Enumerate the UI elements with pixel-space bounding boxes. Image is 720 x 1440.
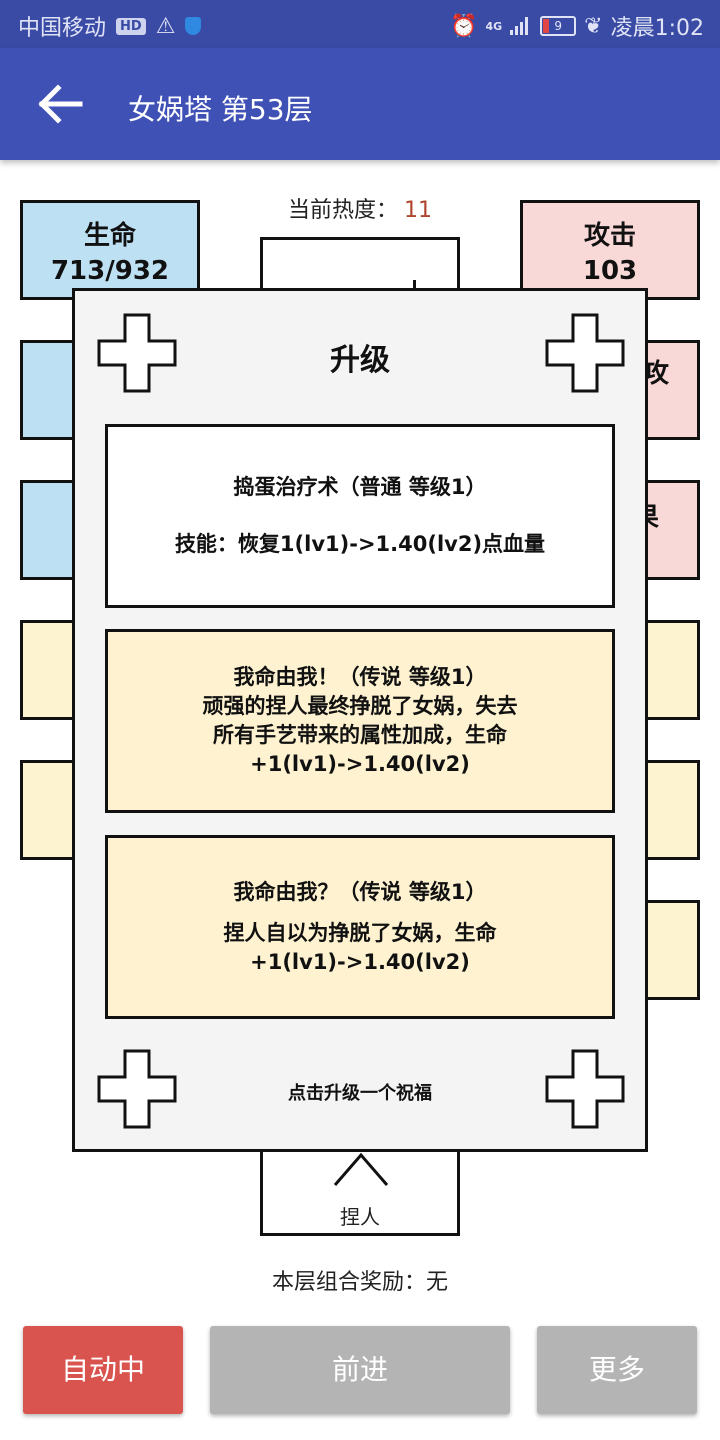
life-stat-box: 生命 713/932 [20, 200, 200, 300]
card-1-title: 捣蛋治疗术（普通 等级1） [233, 475, 487, 499]
alarm-icon: ⏰ [450, 13, 478, 39]
leaf-icon: ❦ [584, 13, 603, 39]
network-type: 4G [485, 19, 503, 33]
combo-reward-text: 本层组合奖励：无 [271, 1270, 448, 1295]
hd-badge: HD [116, 17, 146, 35]
cross-decor-icon [97, 1049, 177, 1129]
card-3-desc-2: +1(lv1)->1.40(lv2) [250, 949, 470, 974]
clock: 凌晨1:02 [610, 16, 704, 41]
status-bar: 中国移动 HD ⚠ ⏰ 4G 9 ❦ 凌晨1:02 [0, 0, 720, 48]
battery-level: 9 [554, 19, 562, 33]
attack-stat-box: 攻击 103 [520, 200, 700, 300]
back-arrow-icon[interactable] [36, 84, 84, 124]
card-2-desc-3: +1(lv1)->1.40(lv2) [250, 752, 470, 776]
card-2-desc-1: 顽强的捏人最终挣脱了女娲，失去 [202, 694, 518, 718]
card-2-title: 我命由我！（传说 等级1） [233, 665, 487, 689]
center-bottom-label: 捏人 [340, 1205, 380, 1229]
blessing-card-1[interactable]: 捣蛋治疗术（普通 等级1） 技能：恢复1(lv1)->1.40(lv2)点血量 [105, 424, 615, 608]
heat-value: 11 [404, 198, 432, 223]
card-2-desc-2: 所有手艺带来的属性加成，生命 [213, 723, 507, 747]
auto-button[interactable]: 自动中 [23, 1326, 183, 1414]
attack-label: 攻击 [583, 221, 636, 251]
center-top-slot [260, 237, 460, 300]
life-label: 生命 [83, 221, 136, 251]
cross-decor-icon [97, 313, 177, 393]
blessing-card-3[interactable]: 我命由我？（传说 等级1） 捏人自以为挣脱了女娲，生命 +1(lv1)->1.4… [105, 835, 615, 1019]
more-button[interactable]: 更多 [537, 1326, 697, 1414]
page-title: 女娲塔 第53层 [128, 93, 313, 126]
shield-icon [185, 17, 202, 35]
forward-button[interactable]: 前进 [210, 1326, 510, 1414]
center-bottom-slot: 捏人 [260, 1148, 460, 1236]
card-3-title: 我命由我？（传说 等级1） [233, 879, 487, 904]
card-3-desc-1: 捏人自以为挣脱了女娲，生命 [223, 920, 497, 945]
attack-value: 103 [582, 256, 638, 286]
carrier-name: 中国移动 [18, 16, 107, 41]
dialog-title: 升级 [330, 343, 390, 378]
heat-indicator: 当前热度：11 [0, 192, 720, 224]
upgrade-dialog: 升级 捣蛋治疗术（普通 等级1） 技能：恢复1(lv1)->1.40(lv2)点… [72, 288, 648, 1152]
blessing-card-2[interactable]: 我命由我！（传说 等级1） 顽强的捏人最终挣脱了女娲，失去 所有手艺带来的属性加… [105, 629, 615, 813]
battery-icon: 9 [540, 16, 577, 36]
cross-decor-icon [545, 1049, 625, 1129]
dialog-hint: 点击升级一个祝福 [288, 1083, 432, 1104]
card-1-desc: 技能：恢复1(lv1)->1.40(lv2)点血量 [174, 532, 546, 556]
heat-label: 当前热度： [287, 198, 398, 223]
warning-icon: ⚠ [155, 13, 176, 39]
cross-decor-icon [545, 313, 625, 393]
app-bar: 女娲塔 第53层 [0, 48, 720, 160]
life-value: 713/932 [50, 256, 170, 286]
caret-up-icon [333, 1152, 389, 1186]
signal-icon [510, 17, 532, 35]
